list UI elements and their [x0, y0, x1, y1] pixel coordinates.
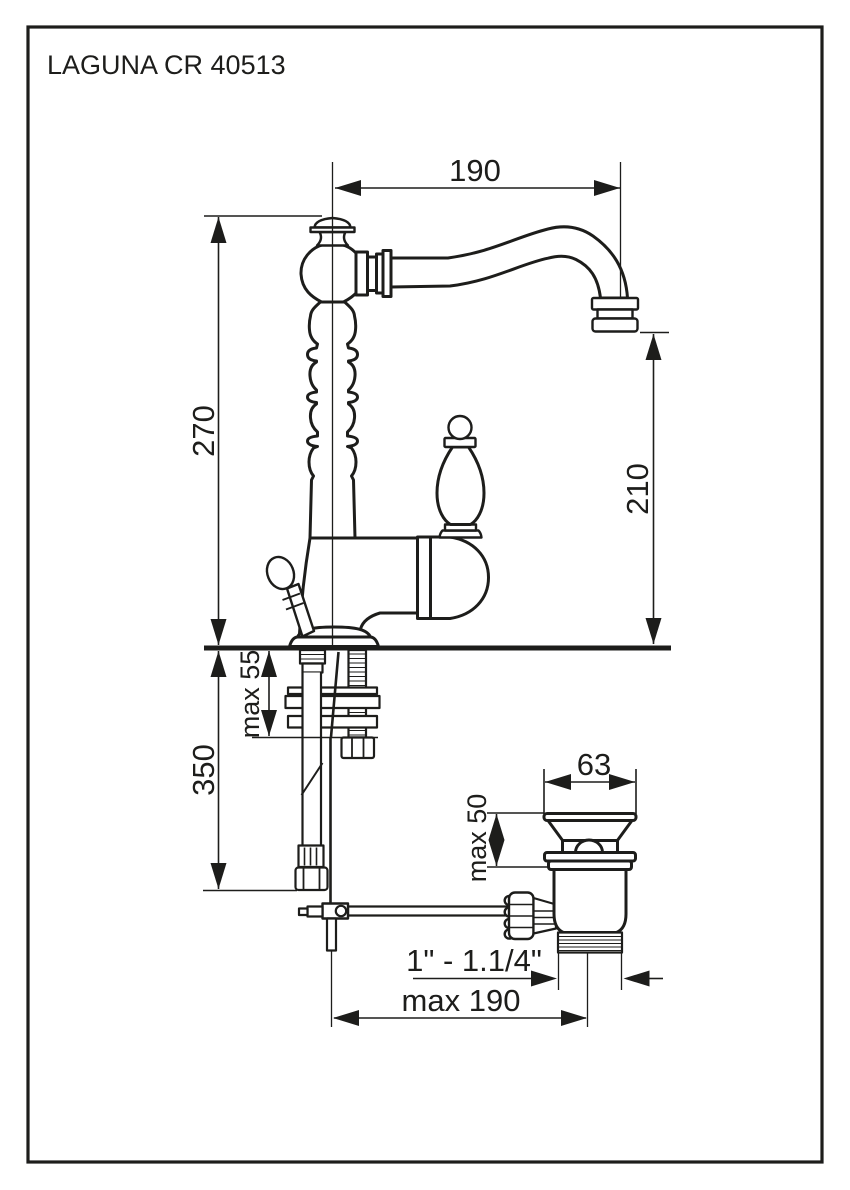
arrowhead-up	[488, 814, 505, 840]
dim-waste-thread-label: 1" - 1.1/4"	[406, 943, 542, 978]
handle-lever	[435, 445, 486, 526]
arrowhead-down	[488, 840, 505, 866]
arrowhead-up	[210, 651, 227, 677]
rod-clamp-stub	[306, 905, 324, 918]
horizontal-linkage-rod	[346, 905, 510, 917]
arrowhead-left	[545, 774, 571, 790]
hose-collar	[301, 662, 324, 674]
rod-lower-section	[325, 917, 338, 952]
waste-top-plate	[542, 812, 638, 822]
housing-flange	[416, 535, 432, 620]
linkage-connector-lines	[534, 910, 556, 925]
hose-ferrule-ribs	[303, 847, 318, 866]
waste-flange-ring-1	[543, 851, 637, 863]
dim-waste-flange-width-label: 63	[577, 747, 611, 782]
handle-flare	[438, 529, 483, 539]
popup-knob-shaft	[285, 582, 316, 638]
arrowhead-left	[333, 1010, 359, 1026]
spout-ring-4	[381, 249, 393, 298]
dim-spout-reach: 190	[335, 153, 620, 196]
base-plate	[288, 635, 380, 648]
housing-dome	[429, 535, 490, 620]
dim-max-rod-to-waste-label: max 190	[402, 983, 521, 1018]
hose-nut-facets	[302, 868, 321, 889]
dim-below-deck-length-label: 350	[186, 744, 221, 796]
dim-max-deck-thickness: max 55	[235, 650, 378, 739]
arrowhead-down	[210, 619, 227, 645]
drawing-title: LAGUNA CR 40513	[47, 50, 286, 80]
arrowhead-up	[645, 334, 662, 360]
waste-thread-section	[556, 931, 624, 954]
thread-extension-lines	[557, 952, 623, 990]
dimension-annotations: 190 270 210 max 55	[186, 153, 669, 1027]
waste-threads	[559, 935, 621, 952]
rod-clamp-pivot	[334, 904, 348, 918]
supply-hose	[294, 648, 329, 892]
arrowhead-up	[261, 651, 277, 677]
popup-knob-ticks	[282, 592, 304, 611]
arrowhead-right	[594, 180, 620, 196]
hose-break-mark	[300, 762, 324, 796]
dim-max-rod-to-waste: max 190	[333, 983, 587, 1026]
popup-plug-dome	[574, 838, 604, 854]
border-frame	[26, 25, 824, 1164]
washer-1	[286, 686, 379, 696]
dim-waste-flange-width: 63	[543, 747, 637, 814]
outlet-band-top	[590, 296, 640, 311]
waste-body	[552, 868, 628, 934]
spout-ring-1	[354, 250, 369, 297]
knurl-ridges	[510, 903, 533, 929]
arrowhead-left	[623, 970, 650, 987]
handle-ball	[447, 414, 473, 441]
popup-rod	[329, 651, 340, 904]
arrowhead-right	[561, 1010, 587, 1026]
hose-tube-fill	[302, 672, 321, 846]
hose-fitting-ridges	[301, 653, 324, 660]
arrowhead-down	[645, 618, 662, 644]
faucet-body	[265, 216, 640, 648]
outlet-band-bottom	[591, 317, 639, 333]
popup-rod-linkage	[297, 651, 510, 952]
hose-fitting	[298, 648, 327, 665]
arrowhead-right	[531, 970, 557, 987]
mounting-nut-facets	[351, 738, 365, 757]
arrowhead-down	[261, 710, 277, 736]
waste-drain-assembly	[503, 812, 638, 954]
dim-outlet-height: 210	[620, 331, 669, 644]
hose-nut	[294, 866, 329, 892]
dim-total-height-label: 270	[186, 405, 221, 457]
dim-max-basin-thickness-label: max 50	[462, 794, 492, 883]
arrowhead-up	[210, 217, 227, 243]
hose-tube	[301, 672, 323, 846]
dim-below-deck-length: 350	[186, 651, 297, 892]
arrowhead-left	[335, 180, 361, 196]
dim-waste-thread: 1" - 1.1/4"	[406, 943, 663, 987]
dim-max-deck-thickness-label: max 55	[235, 650, 265, 739]
dim-total-height: 270	[186, 215, 322, 645]
mounting-nut	[340, 736, 376, 760]
arrowhead-right	[609, 774, 635, 790]
dim-spout-reach-label: 190	[449, 153, 501, 188]
dim-max-basin-thickness: max 50	[462, 794, 549, 883]
outlet-band-mid	[596, 308, 634, 320]
rod-clamp-tip	[297, 907, 309, 917]
deck-line	[204, 645, 671, 651]
arrowhead-down	[210, 863, 227, 889]
waste-funnel-cone	[546, 819, 634, 843]
dim-outlet-height-label: 210	[620, 463, 655, 515]
